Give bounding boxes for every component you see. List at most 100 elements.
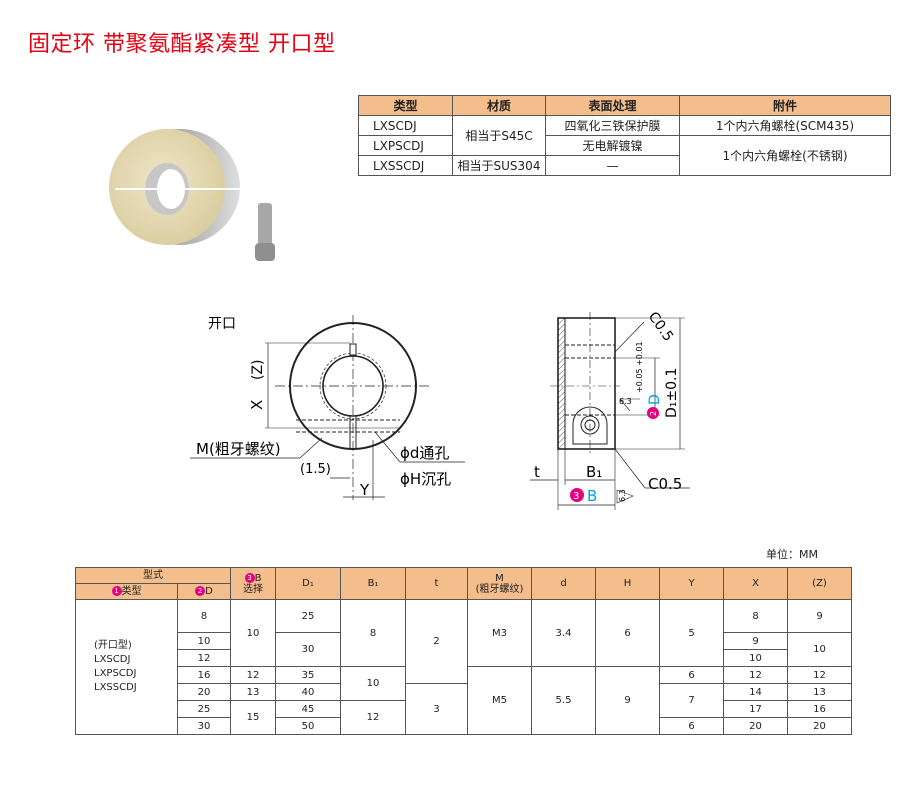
header-z: (Z) (787, 567, 852, 600)
table-row: 12 10 (76, 649, 852, 667)
header-x: X (723, 567, 788, 600)
y-dim-label: Y (359, 481, 370, 499)
d1-cell: 30 (275, 632, 341, 667)
z-cell: 13 (787, 683, 852, 701)
materials-table: 类型 材质 表面处理 附件 LXSCDJ 相当于S45C 四氧化三铁保护膜 1个… (358, 95, 891, 176)
b-dim-label: B (587, 487, 597, 505)
header-y: Y (659, 567, 724, 600)
page-title: 固定环 带聚氨酯紧凑型 开口型 (28, 32, 336, 57)
d-tolerance: +0.05 +0.01 (635, 341, 644, 393)
type-cell: LXSCDJ (358, 115, 453, 136)
x-cell: 17 (723, 700, 788, 718)
h-cell: 6 (595, 599, 660, 667)
d-cell: 25 (177, 700, 231, 718)
z-cell: 16 (787, 700, 852, 718)
m-cell: M5 (467, 666, 532, 735)
d-dim-label: D (647, 394, 663, 405)
b-cell: 12 (230, 666, 276, 684)
type-line: LXSSCDJ (94, 682, 137, 693)
open-label: 开口 (208, 316, 236, 332)
d-cell: 20 (177, 683, 231, 701)
type-cell: LXSSCDJ (358, 155, 453, 176)
header-model: 型式 (75, 567, 231, 584)
table-row: 20 13 40 3 7 14 13 (76, 683, 852, 735)
b-cell: 13 (230, 683, 276, 701)
gap-label: (1.5) (300, 462, 331, 477)
side-view-drawing: C0.5 D₁±0.1 2 D +0.05 +0.01 6.3 6.3 B₁ t… (530, 309, 690, 510)
d-cell: 8 (177, 599, 231, 633)
unit-label: 单位：MM (766, 548, 818, 561)
table-row: 30 50 6 20 20 (76, 717, 852, 735)
table-row: LXPSCDJ 无电解镀镍 1个内六角螺栓(不锈钢) (358, 135, 891, 176)
header-h: H (595, 567, 660, 600)
through-hole-label: ϕd通孔 (400, 444, 449, 462)
b1-cell: 8 (340, 599, 406, 667)
d-hole-cell: 3.4 (531, 599, 596, 667)
b1-dim-label: B₁ (586, 463, 602, 481)
chamfer-top-label: C0.5 (645, 309, 676, 344)
y-cell: 7 (659, 683, 724, 718)
b1-cell: 12 (340, 700, 406, 735)
counterbore-label: ϕH沉孔 (400, 470, 451, 488)
b-badge: 3 (573, 491, 579, 502)
table-row: 10 30 9 10 (76, 632, 852, 667)
product-photo (109, 129, 275, 261)
d1-cell: 35 (275, 666, 341, 684)
accessory-cell: 1个内六角螺栓(SCM435) (679, 115, 891, 136)
t-dim-label: t (534, 463, 540, 481)
x-cell: 12 (723, 666, 788, 684)
roughness-label: 6.3 (619, 397, 632, 406)
header-type: 类型 (358, 95, 453, 116)
y-cell: 6 (659, 717, 724, 735)
thread-label: M(粗牙螺纹) (196, 440, 281, 458)
x-cell: 9 (723, 632, 788, 650)
d-header-text: D (205, 586, 213, 597)
z-cell: 10 (787, 632, 852, 667)
header-d1: D₁ (275, 567, 341, 600)
t-cell: 2 (405, 599, 468, 684)
surface-cell: 四氧化三铁保护膜 (545, 115, 680, 136)
header-b1: B₁ (340, 567, 406, 600)
type-badge: 1 (111, 586, 122, 596)
m-header-sub: (粗牙螺纹) (475, 583, 524, 595)
d-hole-cell: 5.5 (531, 666, 596, 735)
z-dim-label: (Z) (250, 359, 266, 380)
m-cell: M3 (467, 599, 532, 667)
y-cell: 6 (659, 666, 724, 684)
b-badge: 3 (244, 572, 255, 583)
material-cell: 相当于S45C (452, 115, 546, 156)
d1-cell: 40 (275, 683, 341, 701)
x-cell: 8 (723, 599, 788, 633)
d1-cell: 45 (275, 700, 341, 718)
header-t: t (405, 567, 468, 600)
m-header-text: M (495, 572, 504, 584)
z-cell: 9 (787, 599, 852, 633)
z-cell: 20 (787, 717, 852, 735)
surface-cell: — (545, 155, 680, 176)
type-line: LXPSCDJ (94, 668, 137, 679)
d-badge: 2 (195, 586, 206, 596)
type-line: LXSCDJ (94, 654, 131, 665)
x-cell: 20 (723, 717, 788, 735)
header-d-hole: d (531, 567, 596, 600)
header-surface: 表面处理 (545, 95, 680, 116)
d-badge: 2 (649, 411, 658, 416)
h-cell: 9 (595, 666, 660, 735)
d1-dim-label: D₁±0.1 (664, 368, 680, 418)
type-cell: LXPSCDJ (358, 135, 453, 156)
b-cell: 10 (230, 599, 276, 667)
table-row: (开口型) LXSCDJ LXPSCDJ LXSSCDJ 8 10 25 8 2… (75, 599, 852, 735)
t-cell: 3 (405, 683, 468, 735)
x-cell: 10 (723, 649, 788, 667)
d-cell: 10 (177, 632, 231, 650)
chamfer-bottom-label: C0.5 (648, 475, 682, 493)
x-dim-label: X (248, 400, 266, 410)
material-cell: 相当于SUS304 (452, 155, 546, 176)
surface-cell: 无电解镀镍 (545, 135, 680, 156)
type-header-text: 类型 (121, 586, 142, 597)
